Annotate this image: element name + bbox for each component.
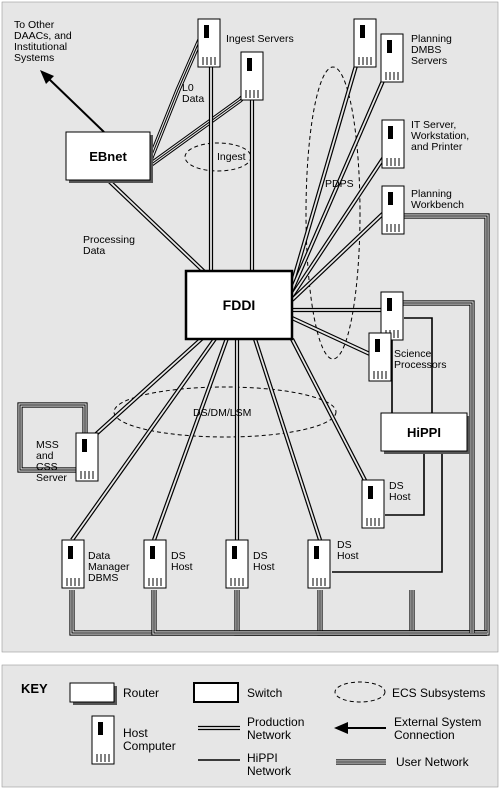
user-network-mss <box>17 402 88 473</box>
key-router-label: Router <box>123 686 160 700</box>
host-ds-2 <box>225 539 249 589</box>
prod-net-data-manager <box>70 303 241 542</box>
host-sci-2 <box>368 332 392 382</box>
fddi-switch <box>184 269 294 341</box>
user-network-sci <box>392 300 475 633</box>
fddi-switch-label: FDDI <box>222 297 256 313</box>
user-network-ds1 <box>151 590 487 636</box>
key-external-connection-label: External System Connection <box>394 715 482 742</box>
prod-net-it-server <box>290 143 394 298</box>
host-planning-2 <box>380 33 404 83</box>
host-ds-3 <box>307 539 331 589</box>
key-panel <box>1 664 499 788</box>
host-data-manager <box>61 539 85 589</box>
prod-net-ds-1 <box>152 304 241 541</box>
key-hippi-network-label: HiPPI Network <box>247 751 292 778</box>
label-it-server: IT Server, Workstation, and Printer <box>411 119 470 153</box>
subsystem-dsdmlsm-label: DS/DM/LSM <box>193 407 252 419</box>
key-user-network-label: User Network <box>396 755 469 769</box>
host-it-server <box>381 119 405 169</box>
ebnet-router <box>65 131 153 183</box>
prod-net-workbench <box>290 203 394 302</box>
key-host-symbol <box>91 715 115 765</box>
user-network-ebnet-ingest <box>147 33 205 161</box>
host-ingest-1 <box>197 18 221 68</box>
label-ds-host-1: DS Host <box>171 550 193 573</box>
label-ds-host-3: DS Host <box>337 539 359 562</box>
host-ingest-2 <box>240 51 264 101</box>
label-planning-workbench: Planning Workbench <box>411 188 464 211</box>
label-l0-data: L0 Data <box>182 82 205 105</box>
prod-net-planning-2 <box>290 59 394 291</box>
label-to-other-daacs: To Other DAACs, and Institutional System… <box>14 19 72 64</box>
prod-net-ds-right <box>290 338 372 491</box>
label-planning-dbms-servers: Planning DMBS Servers <box>411 33 452 67</box>
hippi-router <box>380 412 470 454</box>
key-title: KEY <box>21 681 48 696</box>
subsystem-ingest-label: Ingest <box>217 151 246 163</box>
prod-net-planning-1 <box>289 44 365 286</box>
key-host-computer-label: Host Computer <box>123 726 176 753</box>
label-pdps: PDPS <box>325 178 354 190</box>
external-connection-arrowhead <box>40 70 54 84</box>
key-ecs-ellipse <box>334 681 386 703</box>
key-external-arrowhead <box>334 722 348 734</box>
ellipse-dsdmlsm <box>113 386 337 438</box>
hippi-router-label: HiPPI <box>407 424 441 440</box>
host-ds-right <box>361 479 385 529</box>
hippi-ds-right <box>385 451 425 516</box>
key-router-symbol <box>69 682 117 705</box>
key-ecs-subsystems-label: ECS Subsystems <box>392 686 486 700</box>
key-switch-label: Switch <box>247 686 283 700</box>
key-production-network-label: Production Network <box>247 715 305 742</box>
key-switch-symbol <box>193 682 239 703</box>
host-planning-1 <box>353 18 377 68</box>
label-mss-css-server: MSS and CSS Server <box>36 439 67 484</box>
hippi-sci-2 <box>404 317 433 413</box>
prod-net-sci-2 <box>291 316 373 357</box>
label-data-manager-dbms: Data Manager DBMS <box>88 550 130 584</box>
host-planning-workbench <box>381 185 405 235</box>
ebnet-router-label: EBnet <box>89 148 127 164</box>
label-ds-host-right: DS Host <box>389 480 411 503</box>
prod-net-ds-3 <box>253 338 322 541</box>
host-mss-css <box>75 432 99 482</box>
ellipse-pdps <box>305 66 361 360</box>
host-ds-1 <box>143 539 167 589</box>
external-connection-line <box>47 77 105 133</box>
label-science-processors: Science Processors <box>394 348 447 371</box>
label-ingest-servers: Ingest Servers <box>226 33 294 45</box>
hippi-ds-3 <box>332 451 443 573</box>
label-ds-host-2: DS Host <box>253 550 275 573</box>
label-processing-data: Processing Data <box>83 234 135 257</box>
host-sci-1 <box>380 291 404 341</box>
